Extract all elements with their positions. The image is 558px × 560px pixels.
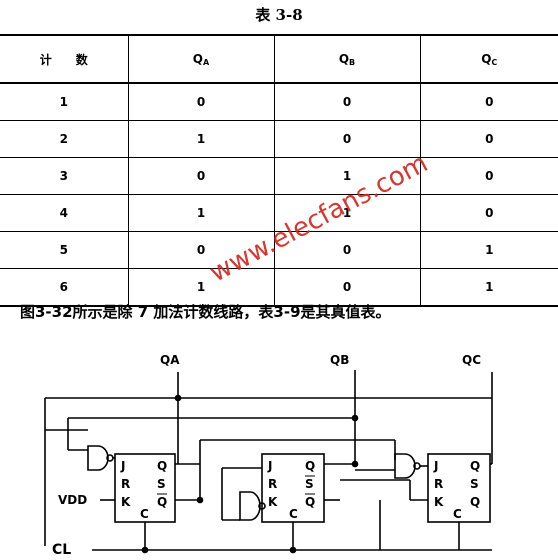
header-qc: QC xyxy=(419,34,558,84)
svg-text:K: K xyxy=(268,495,278,509)
svg-text:K: K xyxy=(121,495,131,509)
svg-text:S: S xyxy=(470,477,479,491)
svg-text:C: C xyxy=(289,507,298,521)
table-title: 表 3-8 xyxy=(255,6,303,24)
svg-text:R: R xyxy=(268,477,277,491)
nand-gate-c xyxy=(394,453,416,479)
figure-caption: 图3-32所示是除 7 加法计数线路，表3-9是其真值表。 xyxy=(20,303,391,321)
label-vdd: VDD xyxy=(58,493,87,507)
label-qb: QB xyxy=(330,353,349,367)
nand-gate-b xyxy=(239,491,261,521)
svg-text:S: S xyxy=(305,477,314,491)
label-qa: QA xyxy=(160,353,180,367)
svg-text:C: C xyxy=(140,507,149,521)
table-header-row: 计 数 QA QB QC xyxy=(0,34,558,84)
svg-text:K: K xyxy=(434,495,444,509)
label-clock: CL xyxy=(52,542,71,558)
header-qa: QA xyxy=(127,34,274,84)
svg-text:J: J xyxy=(433,459,438,473)
svg-text:R: R xyxy=(121,477,130,491)
header-count: 计 数 xyxy=(0,34,128,84)
header-qb: QB xyxy=(273,34,420,84)
svg-text:J: J xyxy=(120,459,125,473)
svg-text:Q: Q xyxy=(157,459,167,473)
svg-text:Q: Q xyxy=(157,495,167,509)
counter-circuit-diagram: QA QB QC VDD CL J R K C Q S Q J R K C Q … xyxy=(44,353,493,558)
svg-text:Q: Q xyxy=(470,495,480,509)
label-qc: QC xyxy=(462,353,481,367)
svg-text:R: R xyxy=(434,477,443,491)
svg-text:J: J xyxy=(267,459,272,473)
svg-text:Q: Q xyxy=(305,459,315,473)
svg-text:Q: Q xyxy=(305,495,315,509)
svg-text:S: S xyxy=(157,477,166,491)
svg-text:C: C xyxy=(453,507,462,521)
nand-gate-a xyxy=(87,445,109,471)
svg-text:Q: Q xyxy=(470,459,480,473)
